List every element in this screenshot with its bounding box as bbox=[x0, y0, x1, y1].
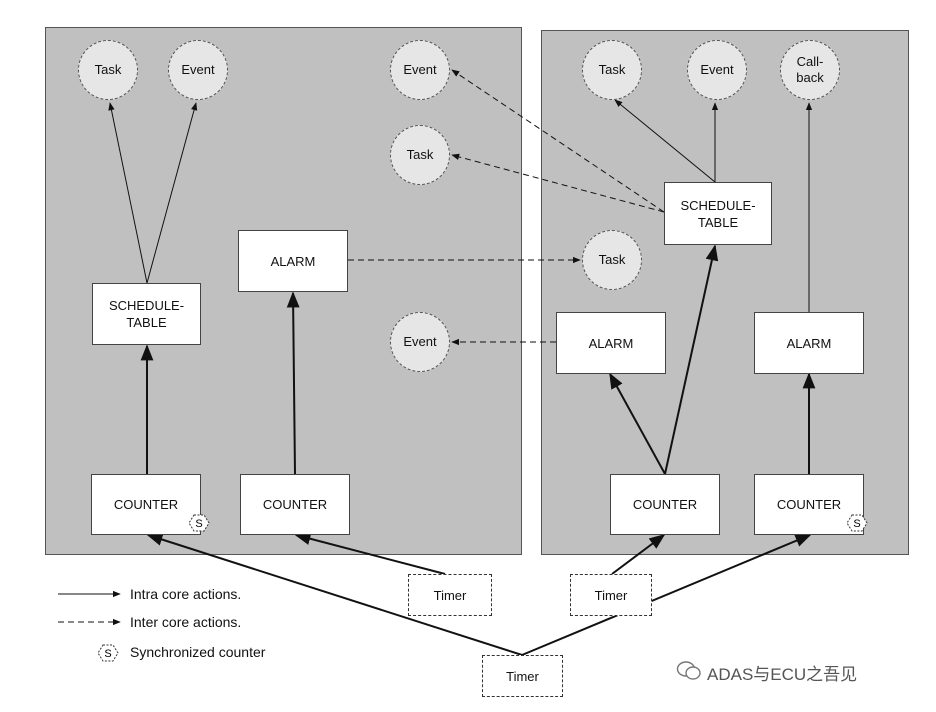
right-counter-1: COUNTER bbox=[610, 474, 720, 535]
sync-badge-left: S bbox=[188, 514, 210, 532]
left-alarm: ALARM bbox=[238, 230, 348, 292]
left-counter-2: COUNTER bbox=[240, 474, 350, 535]
circle-task-mid: Task bbox=[390, 125, 450, 185]
wechat-icon bbox=[676, 661, 701, 680]
circle-task-right: Task bbox=[582, 40, 642, 100]
legend-intra-label: Intra core actions. bbox=[130, 586, 242, 602]
sync-badge-right: S bbox=[846, 514, 868, 532]
circle-event-left: Event bbox=[168, 40, 228, 100]
legend-sync-icon-label: S bbox=[104, 648, 111, 660]
circle-task-left: Task bbox=[78, 40, 138, 100]
left-schedule-table: SCHEDULE- TABLE bbox=[92, 283, 201, 345]
right-counter-2: COUNTER bbox=[754, 474, 864, 535]
circle-task-right-mid: Task bbox=[582, 230, 642, 290]
circle-event-right: Event bbox=[687, 40, 747, 100]
circle-event-mid-low: Event bbox=[390, 312, 450, 372]
timer-right: Timer bbox=[570, 574, 652, 616]
watermark-text: ADAS与ECU之吾见 bbox=[707, 665, 858, 684]
left-counter-1: COUNTER bbox=[91, 474, 201, 535]
right-alarm-1: ALARM bbox=[556, 312, 666, 374]
legend-inter-label: Inter core actions. bbox=[130, 614, 242, 630]
circle-callback-right: Call- back bbox=[780, 40, 840, 100]
timer-bottom: Timer bbox=[482, 655, 563, 697]
right-schedule-table: SCHEDULE- TABLE bbox=[664, 182, 772, 245]
sync-badge-left-label: S bbox=[195, 518, 202, 530]
legend-sync-label: Synchronized counter bbox=[130, 644, 266, 660]
circle-event-mid-top: Event bbox=[390, 40, 450, 100]
sync-badge-right-label: S bbox=[853, 518, 860, 530]
timer-left: Timer bbox=[408, 574, 492, 616]
legend-sync-icon: S bbox=[97, 644, 119, 662]
right-alarm-2: ALARM bbox=[754, 312, 864, 374]
